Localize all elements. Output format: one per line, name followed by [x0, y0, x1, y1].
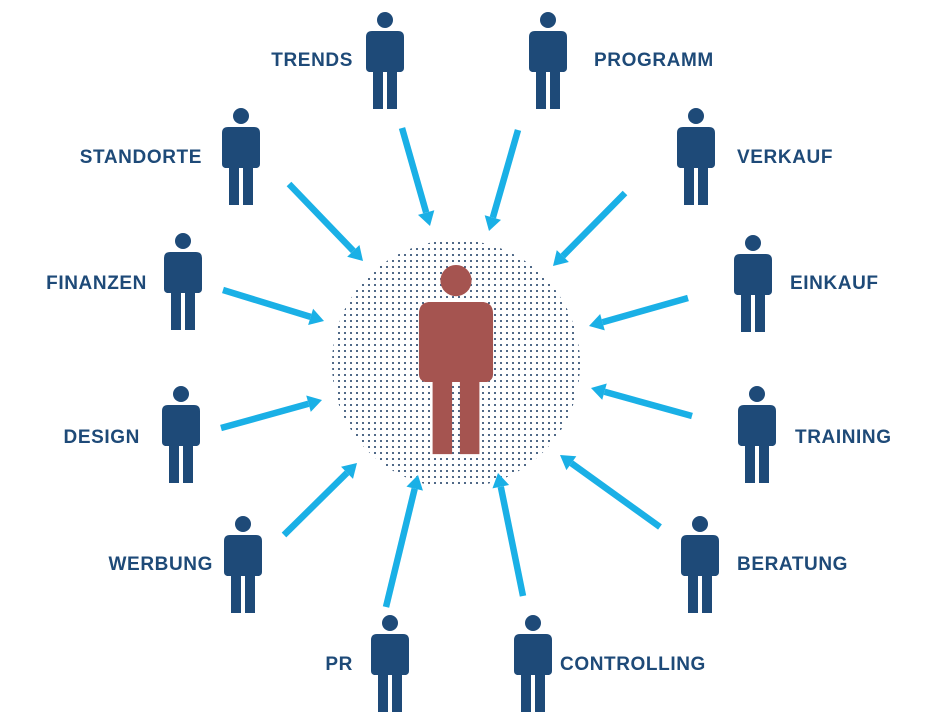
- arrow-finanzen: [222, 286, 324, 326]
- arrow-beratung: [560, 455, 662, 530]
- label-verkauf: VERKAUF: [737, 147, 833, 168]
- label-standorte: STANDORTE: [80, 147, 202, 168]
- person-icon: [371, 615, 409, 712]
- arrow-verkauf: [553, 190, 628, 266]
- label-einkauf: EINKAUF: [790, 273, 879, 294]
- label-programm: PROGRAMM: [594, 50, 714, 71]
- person-icon: [164, 233, 202, 330]
- label-pr: PR: [325, 654, 353, 675]
- arrow-training: [591, 383, 693, 420]
- arrow-programm: [484, 129, 522, 231]
- person-icon: [529, 12, 567, 109]
- person-icon: [224, 516, 262, 613]
- arrow-controlling: [492, 473, 527, 597]
- person-icon: [418, 265, 494, 455]
- arrow-pr: [382, 475, 423, 608]
- arrow-werbung: [281, 463, 357, 538]
- arrow-standorte: [286, 181, 363, 261]
- center-person-icon: [418, 265, 494, 455]
- label-beratung: BERATUNG: [737, 554, 848, 575]
- label-finanzen: FINANZEN: [46, 273, 147, 294]
- arrow-einkauf: [589, 294, 689, 331]
- labels-group: TRENDS PROGRAMM VERKAUF EINKAUF TRAINING BERA…: [46, 50, 892, 675]
- person-icon: [162, 386, 200, 483]
- person-icon: [366, 12, 404, 109]
- label-controlling: CONTROLLING: [560, 654, 706, 675]
- person-icon: [677, 108, 715, 205]
- label-training: TRAINING: [795, 427, 892, 448]
- person-icon: [514, 615, 552, 712]
- label-trends: TRENDS: [271, 50, 353, 71]
- person-icon: [734, 235, 772, 332]
- person-icon: [738, 386, 776, 483]
- person-icon: [681, 516, 719, 613]
- arrows-group: [220, 127, 693, 608]
- arrow-design: [220, 395, 322, 432]
- label-design: DESIGN: [64, 427, 140, 448]
- label-werbung: WERBUNG: [109, 554, 213, 575]
- people-group: [162, 12, 776, 712]
- arrow-trends: [398, 127, 435, 226]
- person-icon: [222, 108, 260, 205]
